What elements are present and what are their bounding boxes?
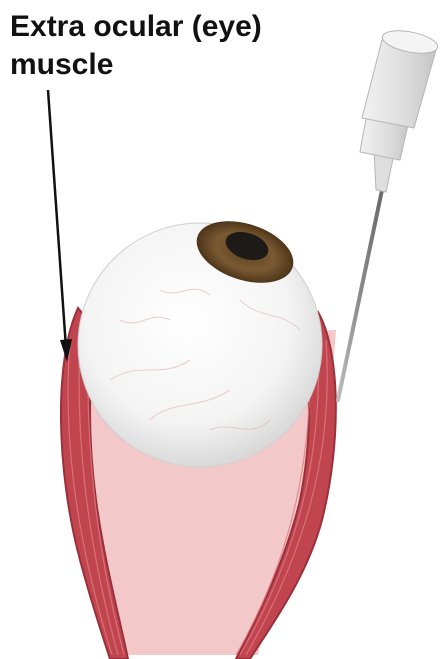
annotation-label: Extra ocular (eye) muscle bbox=[10, 8, 330, 84]
eyeball bbox=[78, 210, 322, 467]
annotation-label-line-2: muscle bbox=[10, 46, 330, 84]
annotation-arrow bbox=[48, 90, 72, 362]
annotation-label-line-1: Extra ocular (eye) bbox=[10, 8, 330, 46]
syringe bbox=[338, 27, 439, 400]
needle bbox=[338, 190, 382, 400]
